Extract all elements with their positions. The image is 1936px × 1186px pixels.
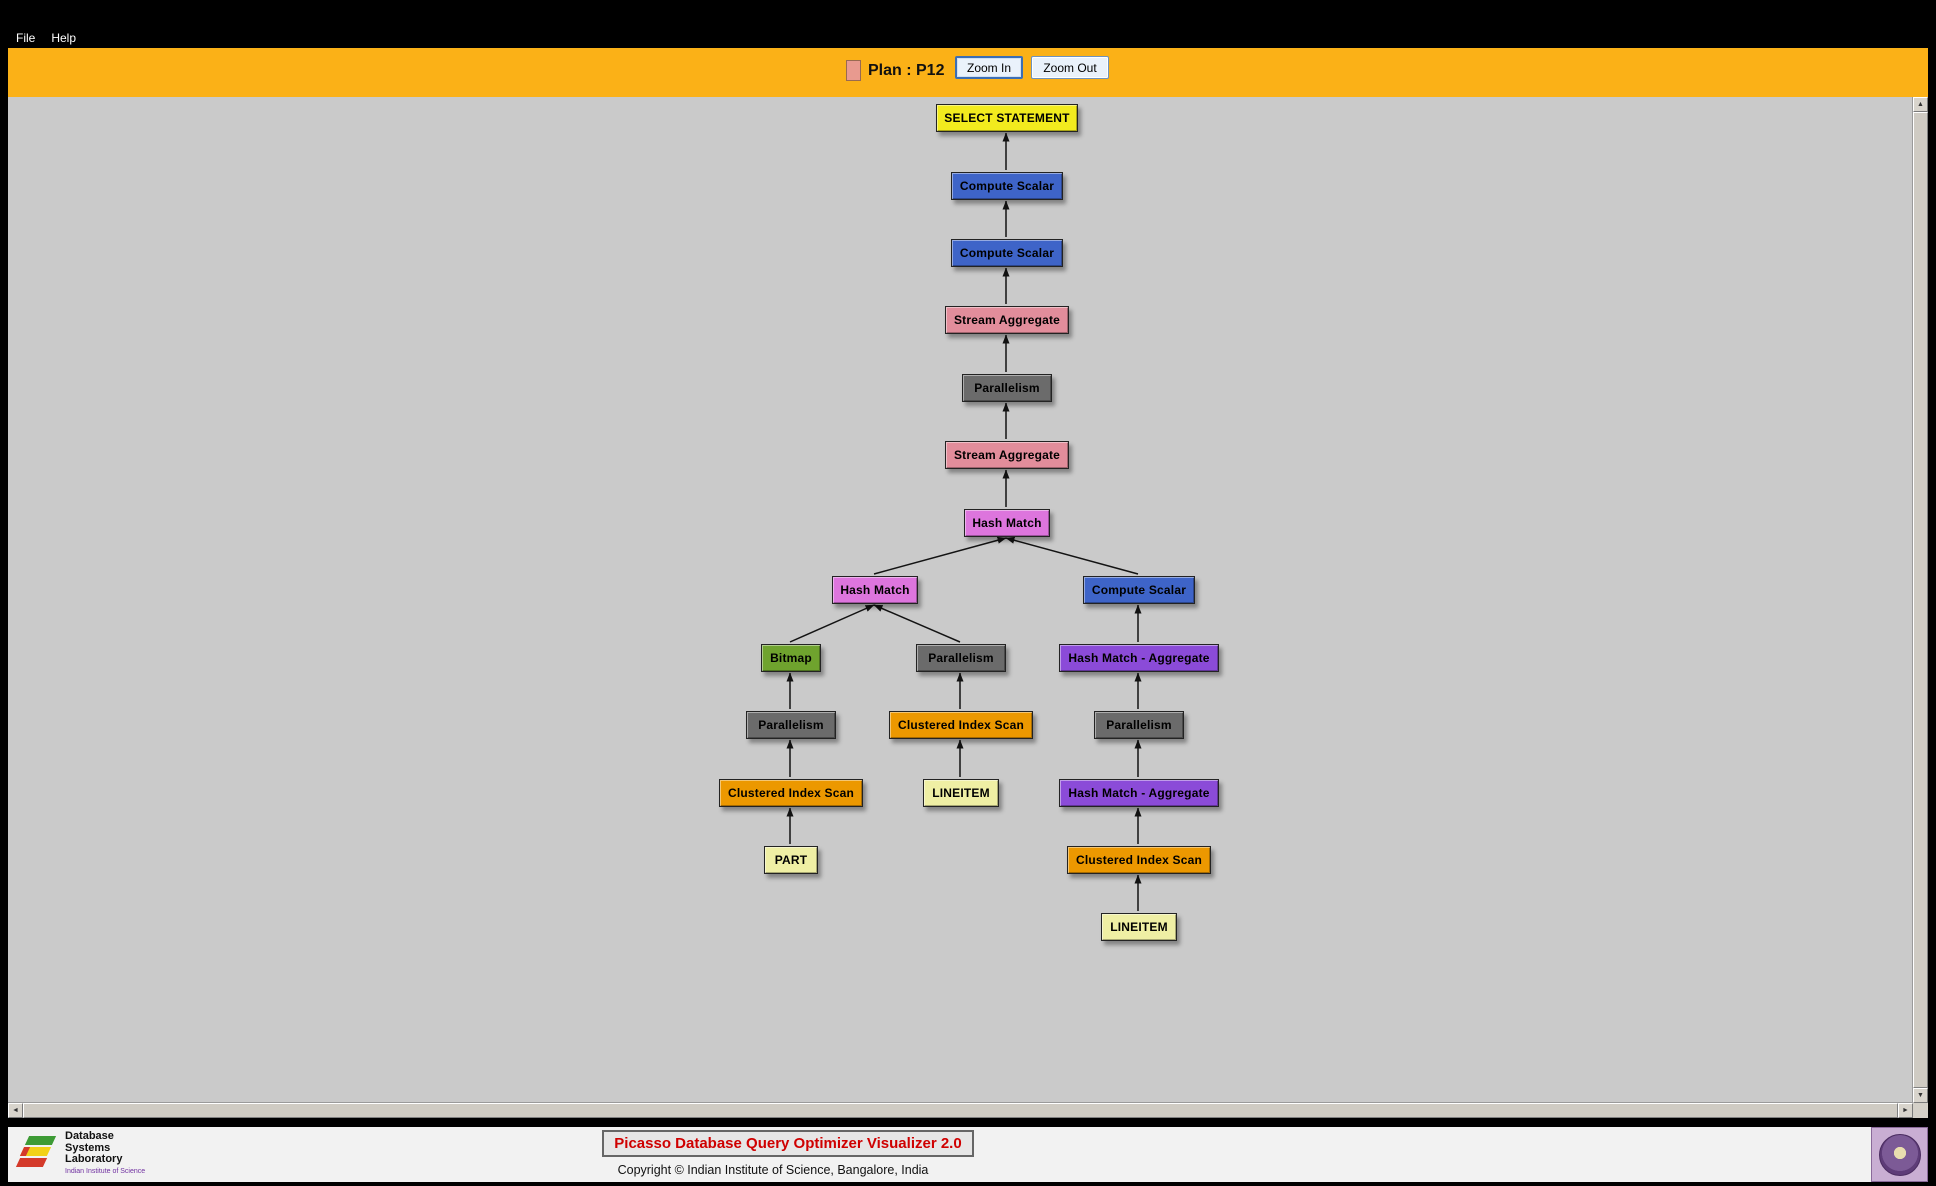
plan-node-select-statement[interactable]: SELECT STATEMENT [936, 104, 1078, 132]
scroll-right-button[interactable]: ► [1898, 1103, 1913, 1118]
plan-node-bitmap[interactable]: Bitmap [761, 644, 821, 672]
vertical-scrollbar[interactable]: ▲ ▼ [1912, 97, 1928, 1103]
scrollbar-corner [1913, 1103, 1928, 1118]
horizontal-scrollbar[interactable]: ◄ ► [8, 1102, 1913, 1118]
copyright-text: Copyright © Indian Institute of Science,… [617, 1163, 929, 1177]
plan-node-lineitem[interactable]: LINEITEM [1101, 913, 1177, 941]
menu-help[interactable]: Help [51, 31, 77, 45]
scroll-up-button[interactable]: ▲ [1913, 97, 1928, 112]
plan-node-clustered-index-scan[interactable]: Clustered Index Scan [889, 711, 1033, 739]
arrow-left-icon: ◄ [12, 1107, 19, 1114]
plan-node-compute-scalar[interactable]: Compute Scalar [1083, 576, 1195, 604]
plan-node-compute-scalar[interactable]: Compute Scalar [951, 239, 1063, 267]
arrow-up-icon: ▲ [1917, 101, 1924, 108]
arrow-down-icon: ▼ [1917, 1092, 1924, 1099]
plan-node-parallelism[interactable]: Parallelism [1094, 711, 1184, 739]
tree-edges [786, 132, 1142, 911]
iisc-logo [1871, 1127, 1928, 1182]
dsl-logo: Database Systems Laboratory Indian Insti… [15, 1130, 146, 1175]
vertical-scrollbar-thumb[interactable] [1913, 112, 1928, 1088]
plan-node-hash-match[interactable]: Hash Match [832, 576, 918, 604]
horizontal-scrollbar-thumb[interactable] [23, 1103, 1898, 1118]
dsl-logo-line1: Database [65, 1130, 114, 1142]
zoom-out-button[interactable]: Zoom Out [1031, 56, 1109, 79]
plan-node-part[interactable]: PART [764, 846, 818, 874]
plan-node-parallelism[interactable]: Parallelism [916, 644, 1006, 672]
plan-node-stream-aggregate[interactable]: Stream Aggregate [945, 441, 1069, 469]
iisc-seal-icon [1878, 1133, 1921, 1176]
plan-node-parallelism[interactable]: Parallelism [962, 374, 1052, 402]
dsl-logo-subtitle: Indian Institute of Science [65, 1167, 146, 1175]
plan-node-compute-scalar[interactable]: Compute Scalar [951, 172, 1063, 200]
dsl-logo-line3: Laboratory [65, 1153, 123, 1166]
arrow-right-icon: ► [1902, 1107, 1909, 1114]
plan-color-swatch [846, 60, 861, 81]
menu-bar: File Help [8, 28, 76, 48]
plan-node-parallelism[interactable]: Parallelism [746, 711, 836, 739]
app-title: Picasso Database Query Optimizer Visuali… [602, 1130, 974, 1157]
scroll-down-button[interactable]: ▼ [1913, 1088, 1928, 1103]
dsl-logo-icon [15, 1133, 58, 1173]
plan-label: Plan : P12 [868, 62, 945, 79]
plan-node-hash-match[interactable]: Hash Match [964, 509, 1050, 537]
scroll-left-button[interactable]: ◄ [8, 1103, 23, 1118]
plan-node-clustered-index-scan[interactable]: Clustered Index Scan [1067, 846, 1211, 874]
plan-node-hash-match-aggregate[interactable]: Hash Match - Aggregate [1059, 644, 1219, 672]
plan-node-lineitem[interactable]: LINEITEM [923, 779, 999, 807]
plan-node-hash-match-aggregate[interactable]: Hash Match - Aggregate [1059, 779, 1219, 807]
dsl-logo-line2: Systems [65, 1141, 111, 1154]
footer-bar: Database Systems Laboratory Indian Insti… [8, 1127, 1928, 1182]
menu-file[interactable]: File [16, 31, 36, 45]
zoom-in-button[interactable]: Zoom In [955, 56, 1023, 79]
plan-node-stream-aggregate[interactable]: Stream Aggregate [945, 306, 1069, 334]
toolbar: Plan : P12 Zoom In Zoom Out [8, 48, 1928, 97]
plan-node-clustered-index-scan[interactable]: Clustered Index Scan [719, 779, 863, 807]
